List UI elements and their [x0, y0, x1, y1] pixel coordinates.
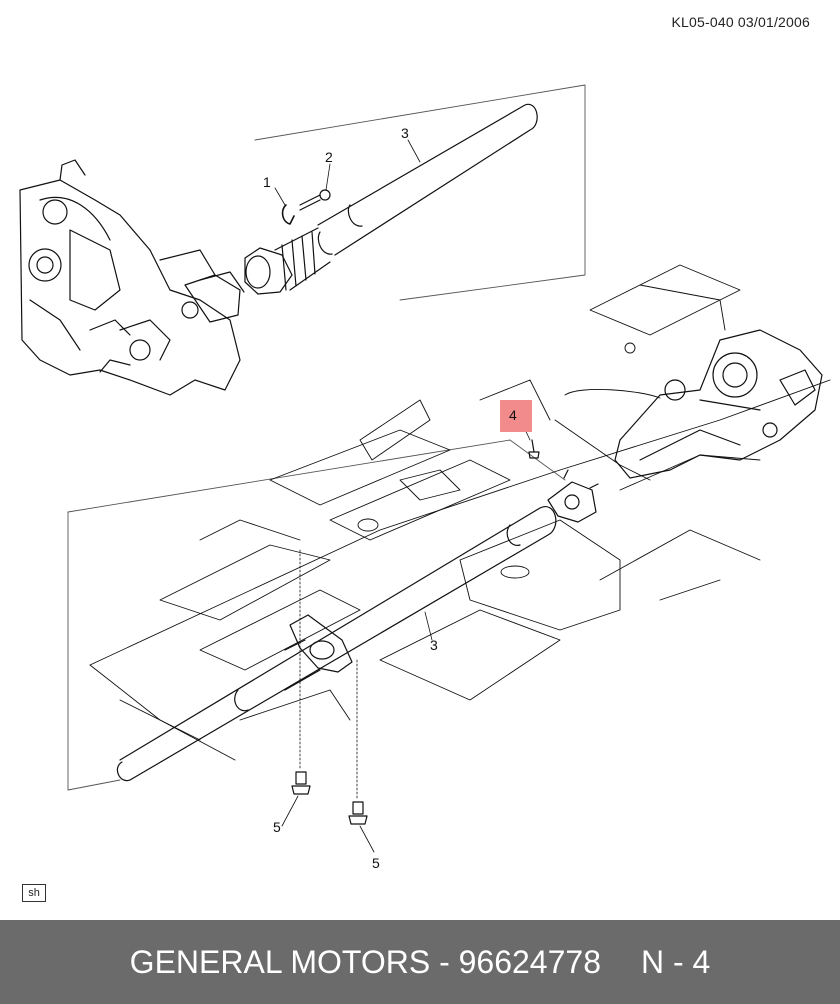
- bolt-5-left: [291, 549, 311, 795]
- lower-propeller-shaft: [116, 505, 557, 782]
- callout-4-highlight: [500, 400, 532, 432]
- callout-5-left: 5: [273, 819, 281, 835]
- diagram-code-date: KL05-040 03/01/2006: [671, 14, 810, 30]
- footer-suffix: N - 4: [640, 943, 711, 980]
- callout-4: 4: [509, 407, 517, 423]
- upper-detail-frame: [254, 84, 586, 301]
- front-slip-yoke: [244, 227, 331, 295]
- center-support-bearing: [284, 614, 353, 691]
- bolt-4: [528, 439, 540, 459]
- rear-flange-yoke: [547, 469, 599, 523]
- callout-1: 1: [263, 174, 271, 190]
- callout-3-upper: 3: [401, 125, 409, 141]
- footer-brand-part: GENERAL MOTORS - 96624778: [129, 943, 601, 980]
- bolt-5-right: [348, 659, 368, 825]
- corner-tag: sh: [22, 884, 46, 902]
- callout-2: 2: [325, 149, 333, 165]
- driveshaft-exploded-diagram: 1 2 3 4 3 5 5: [19, 84, 831, 871]
- callout-3-lower: 3: [430, 637, 438, 653]
- footer-banner: GENERAL MOTORS - 96624778 N - 4: [0, 920, 840, 1004]
- lower-detail-frame: [67, 439, 566, 513]
- transmission-assembly: [19, 159, 245, 396]
- vehicle-floor-pan: [89, 264, 831, 761]
- rear-differential-assembly: [614, 329, 823, 479]
- callout-5-right: 5: [372, 855, 380, 871]
- snap-ring-1: [281, 204, 295, 225]
- bolt-2: [299, 189, 331, 211]
- upper-propeller-shaft: [317, 103, 538, 256]
